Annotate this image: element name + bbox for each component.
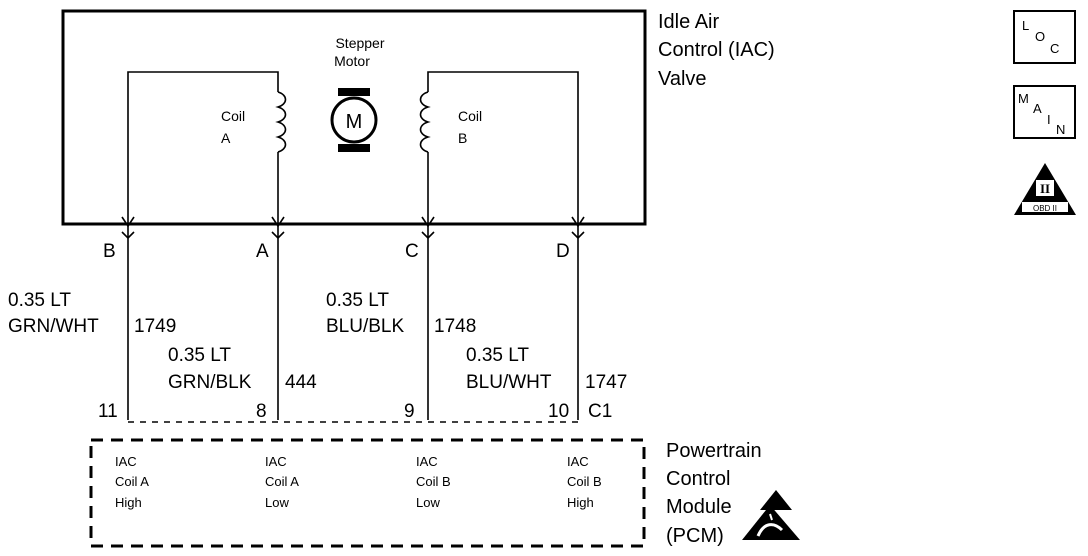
svg-text:IAC: IAC [567,454,589,469]
obd-ii-icon: II OBD II [1014,163,1076,215]
coil-a-label-line2: A [221,130,231,146]
pcm-circuit-coil-b-low: IAC Coil B Low [416,454,451,510]
pcm-connector-c1: C1 [588,401,612,422]
pin-a: A [256,241,269,262]
wire-444-circuit: 444 [285,372,317,393]
coil-b-winding [419,91,431,153]
iac-title-line1: Idle Air [658,11,719,33]
stepper-motor-icon: M [330,88,378,152]
svg-text:High: High [115,495,142,510]
svg-text:Low: Low [265,495,289,510]
svg-text:Low: Low [416,495,440,510]
svg-text:Coil A: Coil A [265,474,299,489]
svg-text:IAC: IAC [115,454,137,469]
pcm-pin-9: 9 [404,401,415,422]
svg-text:I: I [1047,112,1051,127]
pcm-circuit-coil-a-high: IAC Coil A High [115,454,149,510]
loc-badge: L O C [1013,10,1076,64]
svg-text:M: M [346,111,363,133]
pcm-title-line1: Powertrain [666,440,762,462]
pcm-circuit-coil-b-high: IAC Coil B High [567,454,602,510]
svg-text:L: L [1022,18,1029,33]
esd-warning-icon [742,490,800,540]
svg-text:II: II [1040,181,1050,196]
iac-valve-box [61,9,647,226]
pcm-title-line3: Module [666,496,732,518]
wire-444-color: GRN/BLK [168,372,252,393]
svg-text:IAC: IAC [265,454,287,469]
pin-d: D [556,241,570,262]
svg-text:Coil A: Coil A [115,474,149,489]
pcm-title-line2: Control [666,468,730,490]
wire-1748-circuit: 1748 [434,316,476,337]
motor-label-line2: Motor [334,53,370,69]
pcm-box [89,438,646,548]
wire-1747-gauge: 0.35 LT [466,345,529,366]
iac-title-line2: Control (IAC) [658,39,775,61]
coil-b-label-line1: Coil [458,108,482,124]
pcm-pin-10: 10 [548,401,569,422]
svg-text:O: O [1035,29,1045,44]
wire-1749-gauge: 0.35 LT [8,290,71,311]
wire-1748-gauge: 0.35 LT [326,290,389,311]
pin-c: C [405,241,419,262]
svg-text:C: C [1050,41,1059,56]
pcm-title-line4: (PCM) [666,525,724,547]
svg-text:A: A [1033,101,1042,116]
svg-text:N: N [1056,122,1065,137]
pcm-pin-8: 8 [256,401,267,422]
main-badge: M A I N [1013,85,1076,139]
svg-text:High: High [567,495,594,510]
svg-text:IAC: IAC [416,454,438,469]
wire-444-gauge: 0.35 LT [168,345,231,366]
coil-a-label-line1: Coil [221,108,245,124]
coil-b-circuit [419,71,585,228]
coil-b-label-line2: B [458,130,467,146]
wire-1748-color: BLU/BLK [326,316,404,337]
wire-1749-circuit: 1749 [134,316,176,337]
motor-label-line1: Stepper [335,35,384,51]
coil-a-winding [275,91,287,153]
svg-text:OBD II: OBD II [1033,204,1057,213]
harness-wires [121,226,585,423]
svg-text:Coil B: Coil B [567,474,602,489]
wire-1747-circuit: 1747 [585,372,627,393]
iac-title-line3: Valve [658,68,707,90]
svg-text:Coil B: Coil B [416,474,451,489]
pin-b: B [103,241,116,262]
coil-a-circuit [121,71,287,228]
svg-text:M: M [1018,91,1029,106]
wire-1747-color: BLU/WHT [466,372,552,393]
wire-1749-color: GRN/WHT [8,316,99,337]
pcm-pin-11: 11 [98,401,118,422]
pcm-circuit-coil-a-low: IAC Coil A Low [265,454,299,510]
